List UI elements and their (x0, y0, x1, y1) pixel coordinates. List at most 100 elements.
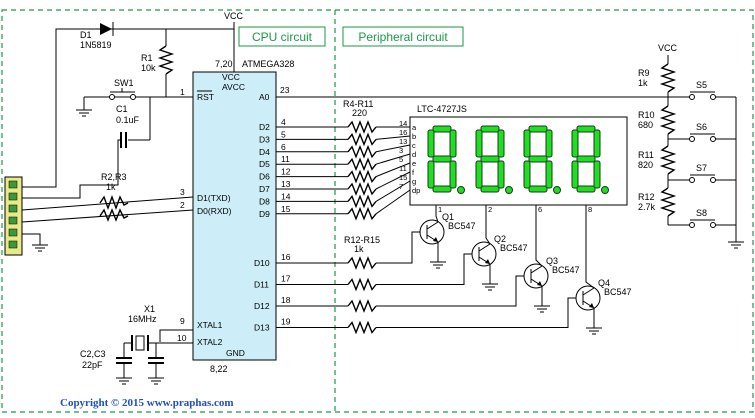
digit-segment (545, 160, 553, 189)
ground-crystal (116, 363, 164, 385)
mcu-pin-d4: D4 (259, 147, 270, 157)
header-gnd-wire (22, 233, 41, 245)
section-frames (1, 9, 754, 413)
digit-segment (475, 129, 483, 158)
display-seg-name: b (412, 132, 416, 141)
resistor-r1 (157, 45, 175, 75)
mcu-pin-num: 15 (281, 204, 291, 214)
r2r3-ref: R2,R3 (101, 172, 127, 182)
keypad-res-value: 2.7k (638, 202, 656, 212)
copyright: Copyright © 2015 www.praphas.com (60, 397, 234, 409)
mcu-pin-num: 13 (281, 179, 291, 189)
keypad-switch-ref: S7 (696, 163, 707, 173)
mcu-gnd-pins: 8,22 (210, 364, 228, 374)
mcu-pin-num: 6 (281, 142, 286, 152)
ground-header (32, 244, 48, 252)
transistor-ref: Q3 (546, 256, 558, 266)
r1-value: 10k (141, 63, 156, 73)
digit-dp (457, 186, 465, 194)
segment-link (375, 144, 411, 153)
mcu-pin-vcc: VCC (222, 72, 240, 82)
mcu-pin-num: 12 (281, 167, 291, 177)
digit-segment (528, 155, 548, 163)
digit-dp (601, 186, 609, 194)
digit-segment (427, 160, 435, 189)
keypad-res-ref: R10 (638, 110, 655, 120)
display-seg-name: a (412, 123, 417, 132)
capacitor-c1 (120, 132, 127, 148)
mcu-pin-num: 17 (281, 274, 291, 284)
mcu-pin-avcc: AVCC (222, 82, 245, 92)
keypad-res-ref: R9 (638, 68, 650, 78)
digit-resistors (347, 231, 581, 335)
r4r11-ref: R4-R11 (343, 99, 373, 109)
display-seg-num: 7 (399, 182, 403, 191)
mcu-pin-d2: D2 (259, 122, 270, 132)
keypad-res-value: 1k (638, 78, 648, 88)
digit-segment (523, 129, 531, 158)
switch-contact (710, 136, 716, 142)
display-seg-name: d (412, 150, 416, 159)
digit-segment (480, 185, 500, 193)
mcu-pin-xtal1: XTAL1 (197, 320, 223, 330)
keypad-switch-ref: S8 (696, 208, 707, 218)
display-digit-pin: 1 (438, 205, 442, 214)
display-digit (523, 125, 561, 194)
digit-resistor (347, 320, 377, 335)
display-seg-name: g (412, 177, 416, 186)
collector-wire (435, 205, 439, 223)
display-seg-num: 5 (399, 155, 403, 164)
mcu-pin-d12: D12 (254, 301, 270, 311)
digit-segment (593, 160, 601, 189)
digit-dp (505, 186, 513, 194)
base-wire (376, 275, 529, 307)
mcu-pin-xtal2: XTAL2 (197, 337, 223, 347)
x1-ref: X1 (144, 304, 155, 314)
cpu-section-label: CPU circuit (252, 30, 313, 44)
display-digit-pin: 6 (538, 205, 542, 214)
digit-dp (553, 186, 561, 194)
diode-d1 (100, 22, 114, 36)
segment-resistor (347, 120, 377, 134)
header-pin (8, 240, 18, 249)
transistor-ref: Q2 (494, 234, 506, 244)
keypad-vcc-label: VCC (658, 43, 678, 53)
switch-contact (689, 177, 695, 183)
display-seg-num: 3 (399, 146, 403, 155)
digit-segment (571, 160, 579, 189)
digit-resistor (347, 277, 377, 292)
keypad-resistor (659, 187, 677, 217)
mcu-vcc-label: VCC (224, 11, 244, 21)
mcu-pin-a0: A0 (259, 92, 270, 102)
switch-contact (710, 177, 716, 183)
keypad-res-ref: R11 (638, 150, 654, 160)
display-seg-name: c (412, 141, 416, 150)
segment-resistor (347, 194, 377, 209)
peripheral-section-label: Peripheral circuit (358, 30, 448, 44)
keypad-switch-ref: S5 (696, 80, 707, 90)
mcu-name: ATMEGA328 (242, 59, 294, 69)
segment-resistors (347, 120, 411, 221)
base-wire (376, 253, 477, 285)
segment-link (375, 189, 411, 215)
transistor-ref: Q4 (598, 278, 610, 288)
mcu-pin-d9: D9 (259, 209, 270, 219)
c2c3-value: 22pF (82, 360, 103, 370)
sw1-ref: SW1 (114, 78, 134, 88)
digit-segment (480, 125, 500, 133)
display-ref: LTC-4727JS (417, 104, 467, 114)
display-seg-name: f (412, 168, 415, 177)
mcu-pin-num: 14 (281, 191, 291, 201)
keypad-res-value: 820 (638, 160, 653, 170)
ground-sw1 (76, 109, 92, 117)
digit-segment (497, 160, 505, 189)
segment-resistor (347, 132, 377, 147)
keypad-res-ref: R12 (638, 192, 655, 202)
digit-segment (576, 125, 596, 133)
digit-segment (449, 160, 457, 189)
c2c3-ref: C2,C3 (80, 349, 106, 359)
